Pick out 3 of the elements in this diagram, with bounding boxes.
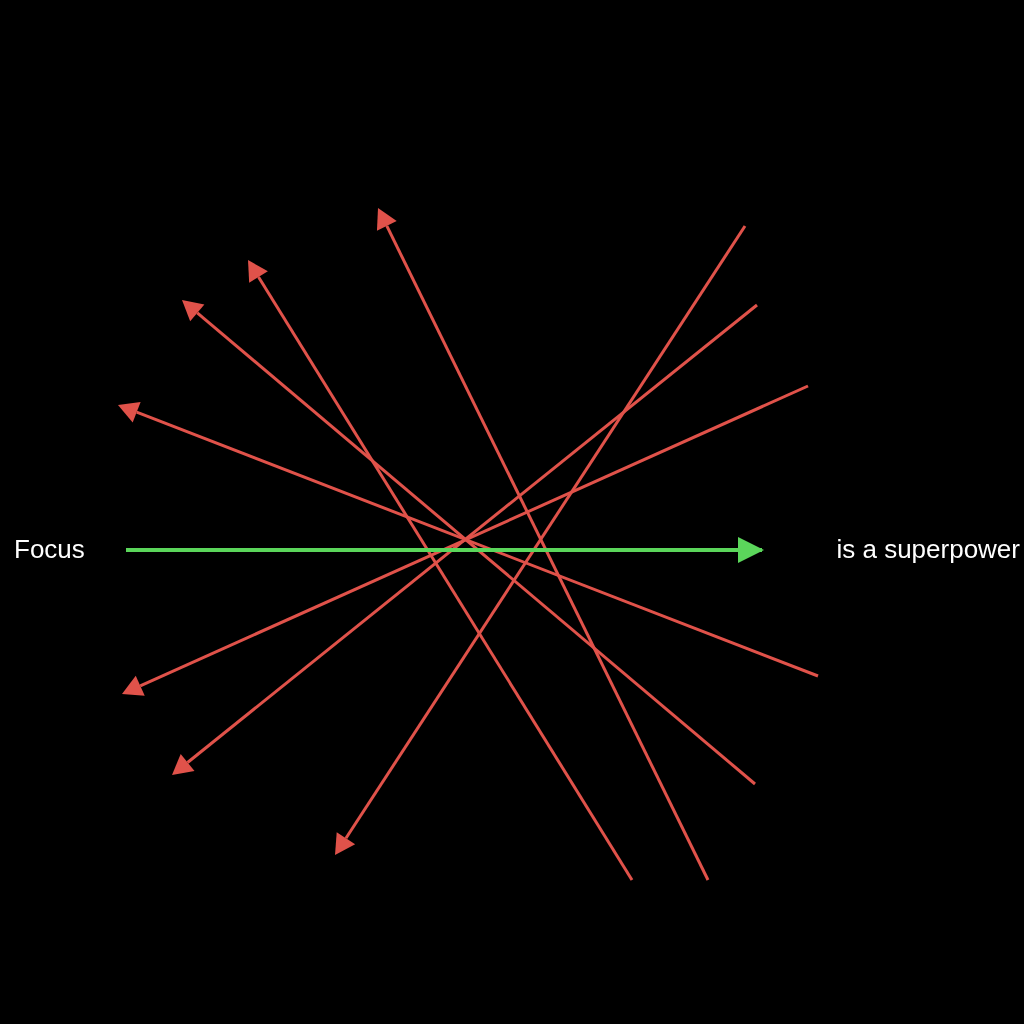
arrow: [126, 537, 764, 563]
node-label: Focus: [14, 533, 85, 565]
node-label: is a superpower: [836, 533, 1020, 565]
